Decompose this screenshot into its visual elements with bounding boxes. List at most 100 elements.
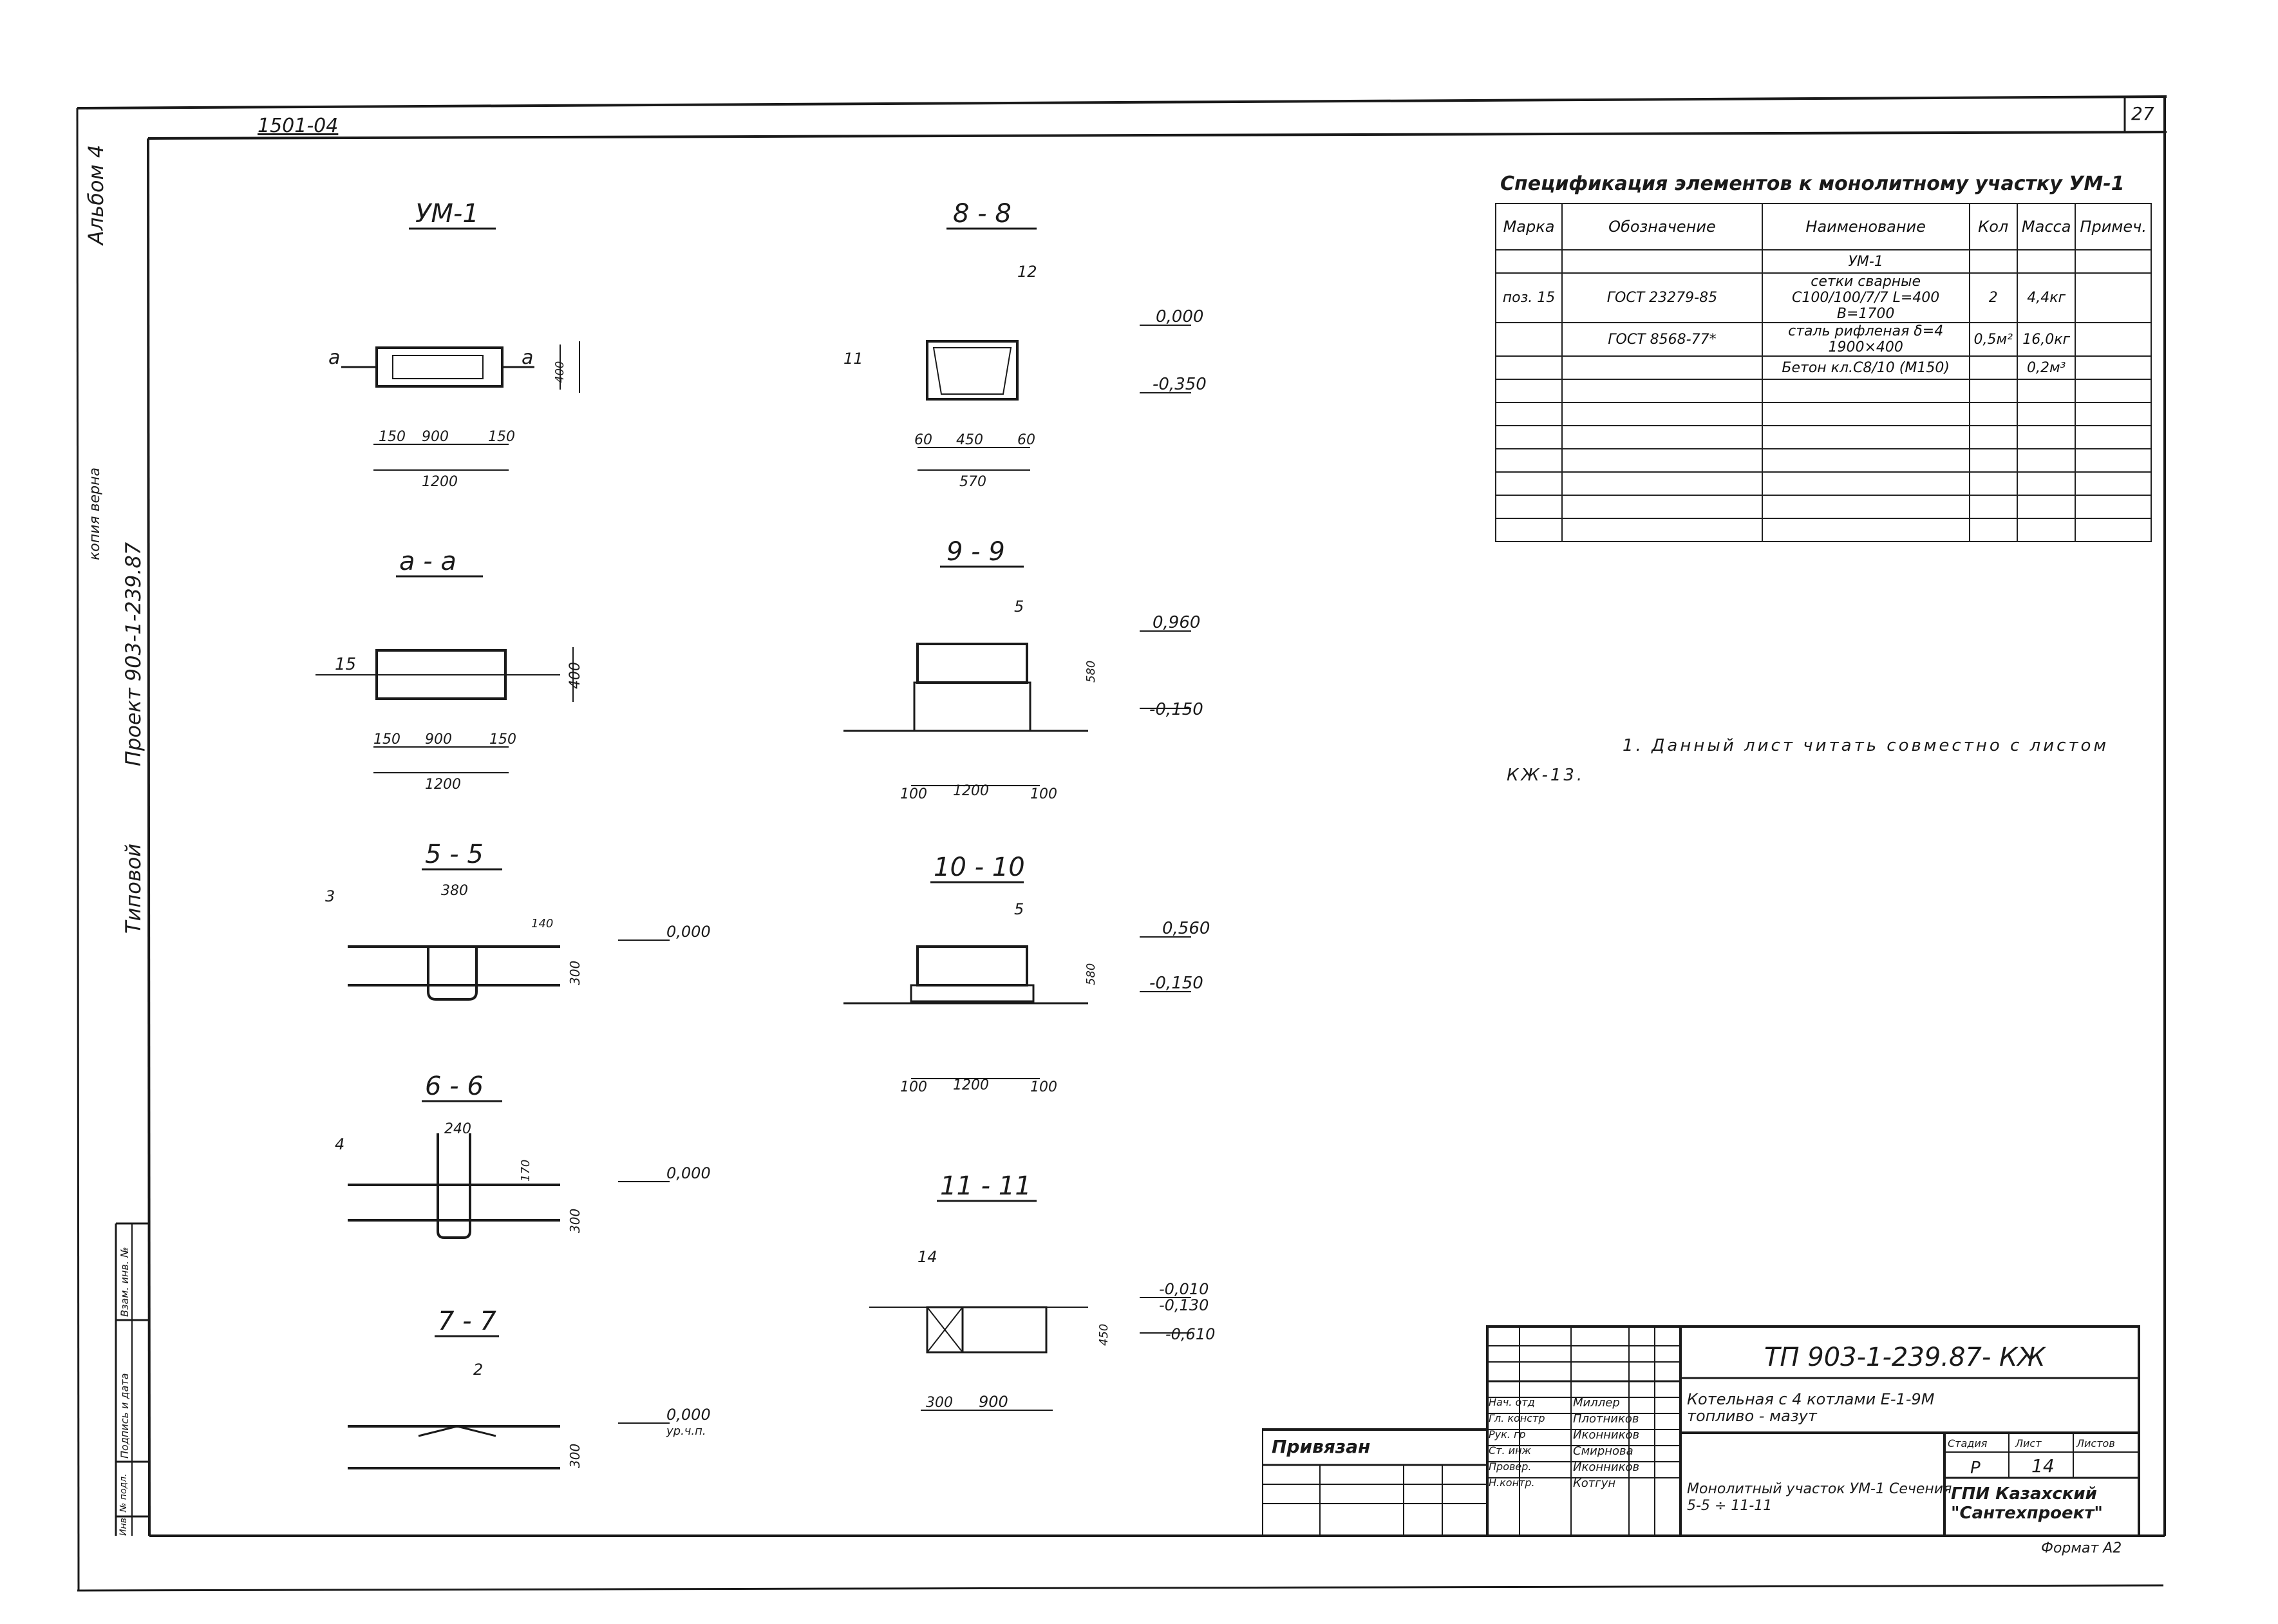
spec-cell: 4,4кг: [2016, 272, 2076, 323]
spec-cell: [1761, 448, 1970, 473]
general-note: 1. Данный лист читать совместно с листом…: [1507, 736, 2109, 785]
section-1111: 11 - 11 14 300 900 450 -0,010 -0,130 -0,…: [869, 1171, 1215, 1411]
spec-cell: [1561, 355, 1763, 380]
level-0000: 0,000: [666, 1406, 711, 1424]
spec-cell: [2075, 518, 2152, 542]
dim-1200: 1200: [425, 777, 461, 793]
dim-1200: 1200: [422, 474, 458, 490]
name-2: Плотников: [1573, 1412, 1639, 1426]
dim-400: 400: [567, 662, 583, 689]
spec-cell: [1494, 448, 1563, 473]
spec-cell: [2016, 448, 2076, 473]
spec-cell: ГОСТ 23279-85: [1561, 272, 1763, 323]
section-77: 7 - 7 2 300 0,000 ур.ч.п.: [348, 1307, 711, 1469]
stage-value: Р: [1970, 1459, 1981, 1478]
spec-cell: [1968, 471, 2018, 496]
section-um1: УМ-1 а а 150 900 150 1200 400: [328, 199, 580, 490]
dim-150b: 150: [488, 429, 515, 445]
spec-table: Марка Обозначение Наименование Кол Масса…: [1494, 203, 2152, 542]
album-label: Альбом 4: [84, 144, 108, 245]
dim-580: 580: [1084, 963, 1098, 985]
dim-170: 170: [519, 1160, 532, 1182]
section-title: 5 - 5: [425, 840, 484, 869]
dim-380: 380: [441, 883, 468, 899]
spec-header-row: Марка Обозначение Наименование Кол Масса…: [1494, 203, 2152, 250]
spec-cell: [1761, 471, 1970, 496]
section-title: 8 - 8: [953, 199, 1012, 229]
level-0150: -0,150: [1149, 700, 1203, 719]
spec-cell: [2075, 495, 2152, 519]
dim-100b: 100: [1030, 786, 1057, 802]
dim-300: 300: [567, 1444, 583, 1468]
spec-cell: [2016, 518, 2076, 542]
dim-300: 300: [567, 1209, 583, 1233]
spec-cell: [1968, 355, 2018, 380]
section-66: 6 - 6 4 240 170 300 0,000: [335, 1072, 711, 1239]
spec-cell: сталь рифленая δ=4 1900×400: [1761, 322, 1970, 357]
mark-4: 4: [335, 1135, 344, 1153]
spec-cell: [2075, 425, 2152, 449]
dim-240: 240: [444, 1121, 471, 1137]
spec-cell: [2075, 402, 2152, 426]
side-label-replace: Взам. инв. №: [118, 1247, 131, 1317]
dim-450: 450: [1097, 1324, 1111, 1346]
spec-cell: 0,2м³: [2016, 355, 2076, 380]
dim-100: 100: [900, 786, 927, 802]
mark-15: 15: [335, 655, 356, 674]
dim-1200: 1200: [953, 1077, 989, 1093]
sheet-value: 14: [2031, 1455, 2055, 1477]
spec-cell: поз. 15: [1494, 272, 1563, 323]
mark-5: 5: [1014, 598, 1024, 616]
spec-cell: [1494, 495, 1563, 519]
spec-cell: ГОСТ 8568-77*: [1561, 322, 1763, 357]
spec-row: [1494, 379, 2152, 403]
spec-cell: [1968, 448, 2018, 473]
dim-100: 100: [900, 1079, 927, 1095]
spec-cell: [2075, 448, 2152, 473]
section-title: 9 - 9: [946, 537, 1005, 567]
role-5: Провер.: [1489, 1460, 1532, 1473]
level-0000: 0,000: [1156, 307, 1203, 326]
section-title: а - а: [399, 547, 457, 576]
dim-140: 140: [531, 917, 553, 930]
spec-cell: [1494, 402, 1563, 426]
mark-5: 5: [1014, 900, 1024, 918]
tied-label: Привязан: [1272, 1436, 1371, 1457]
col-name: Наименование: [1761, 203, 1970, 250]
stamp-sheet-title: Монолитный участок УМ-1 Сечения 5-5 ÷ 11…: [1687, 1481, 1952, 1514]
dim-150b: 150: [489, 732, 516, 748]
spec-cell: [1561, 425, 1763, 449]
mark-3: 3: [325, 887, 335, 905]
spec-row: [1494, 495, 2152, 519]
spec-cell: 2: [1968, 272, 2018, 323]
spec-cell: [1494, 518, 1563, 542]
role-1: Нач. отд: [1489, 1396, 1535, 1408]
spec-cell: 0,5м²: [1968, 322, 2018, 357]
spec-cell: [2075, 322, 2152, 357]
copy-note: копия верна: [87, 467, 103, 560]
section-title: 10 - 10: [934, 853, 1025, 882]
level-0010: -0,010: [1159, 1280, 1209, 1298]
spec-row: [1494, 402, 2152, 426]
mark-12: 12: [1017, 263, 1037, 281]
spec-row: УМ-1: [1494, 249, 2152, 274]
spec-cell: [2016, 249, 2076, 274]
level-0000: 0,000: [666, 923, 711, 941]
col-mark: Марка: [1494, 203, 1563, 250]
format-label: Формат А2: [2041, 1540, 2122, 1556]
section-aa: а - а 15 150 900 150 1200 400: [315, 547, 583, 793]
col-note: Примеч.: [2075, 203, 2152, 250]
dim-900: 900: [425, 732, 452, 748]
spec-cell: [1561, 518, 1763, 542]
side-label-inv: Инв. № подл.: [118, 1473, 129, 1536]
spec-cell: [1561, 249, 1763, 274]
section-title: 11 - 11: [940, 1171, 1031, 1201]
spec-cell: [1761, 518, 1970, 542]
spec-row: [1494, 425, 2152, 449]
name-1: Миллер: [1573, 1396, 1620, 1410]
col-mass: Масса: [2016, 203, 2076, 250]
sheet-code: 1501-04: [258, 115, 339, 137]
dim-900: 900: [422, 429, 449, 445]
